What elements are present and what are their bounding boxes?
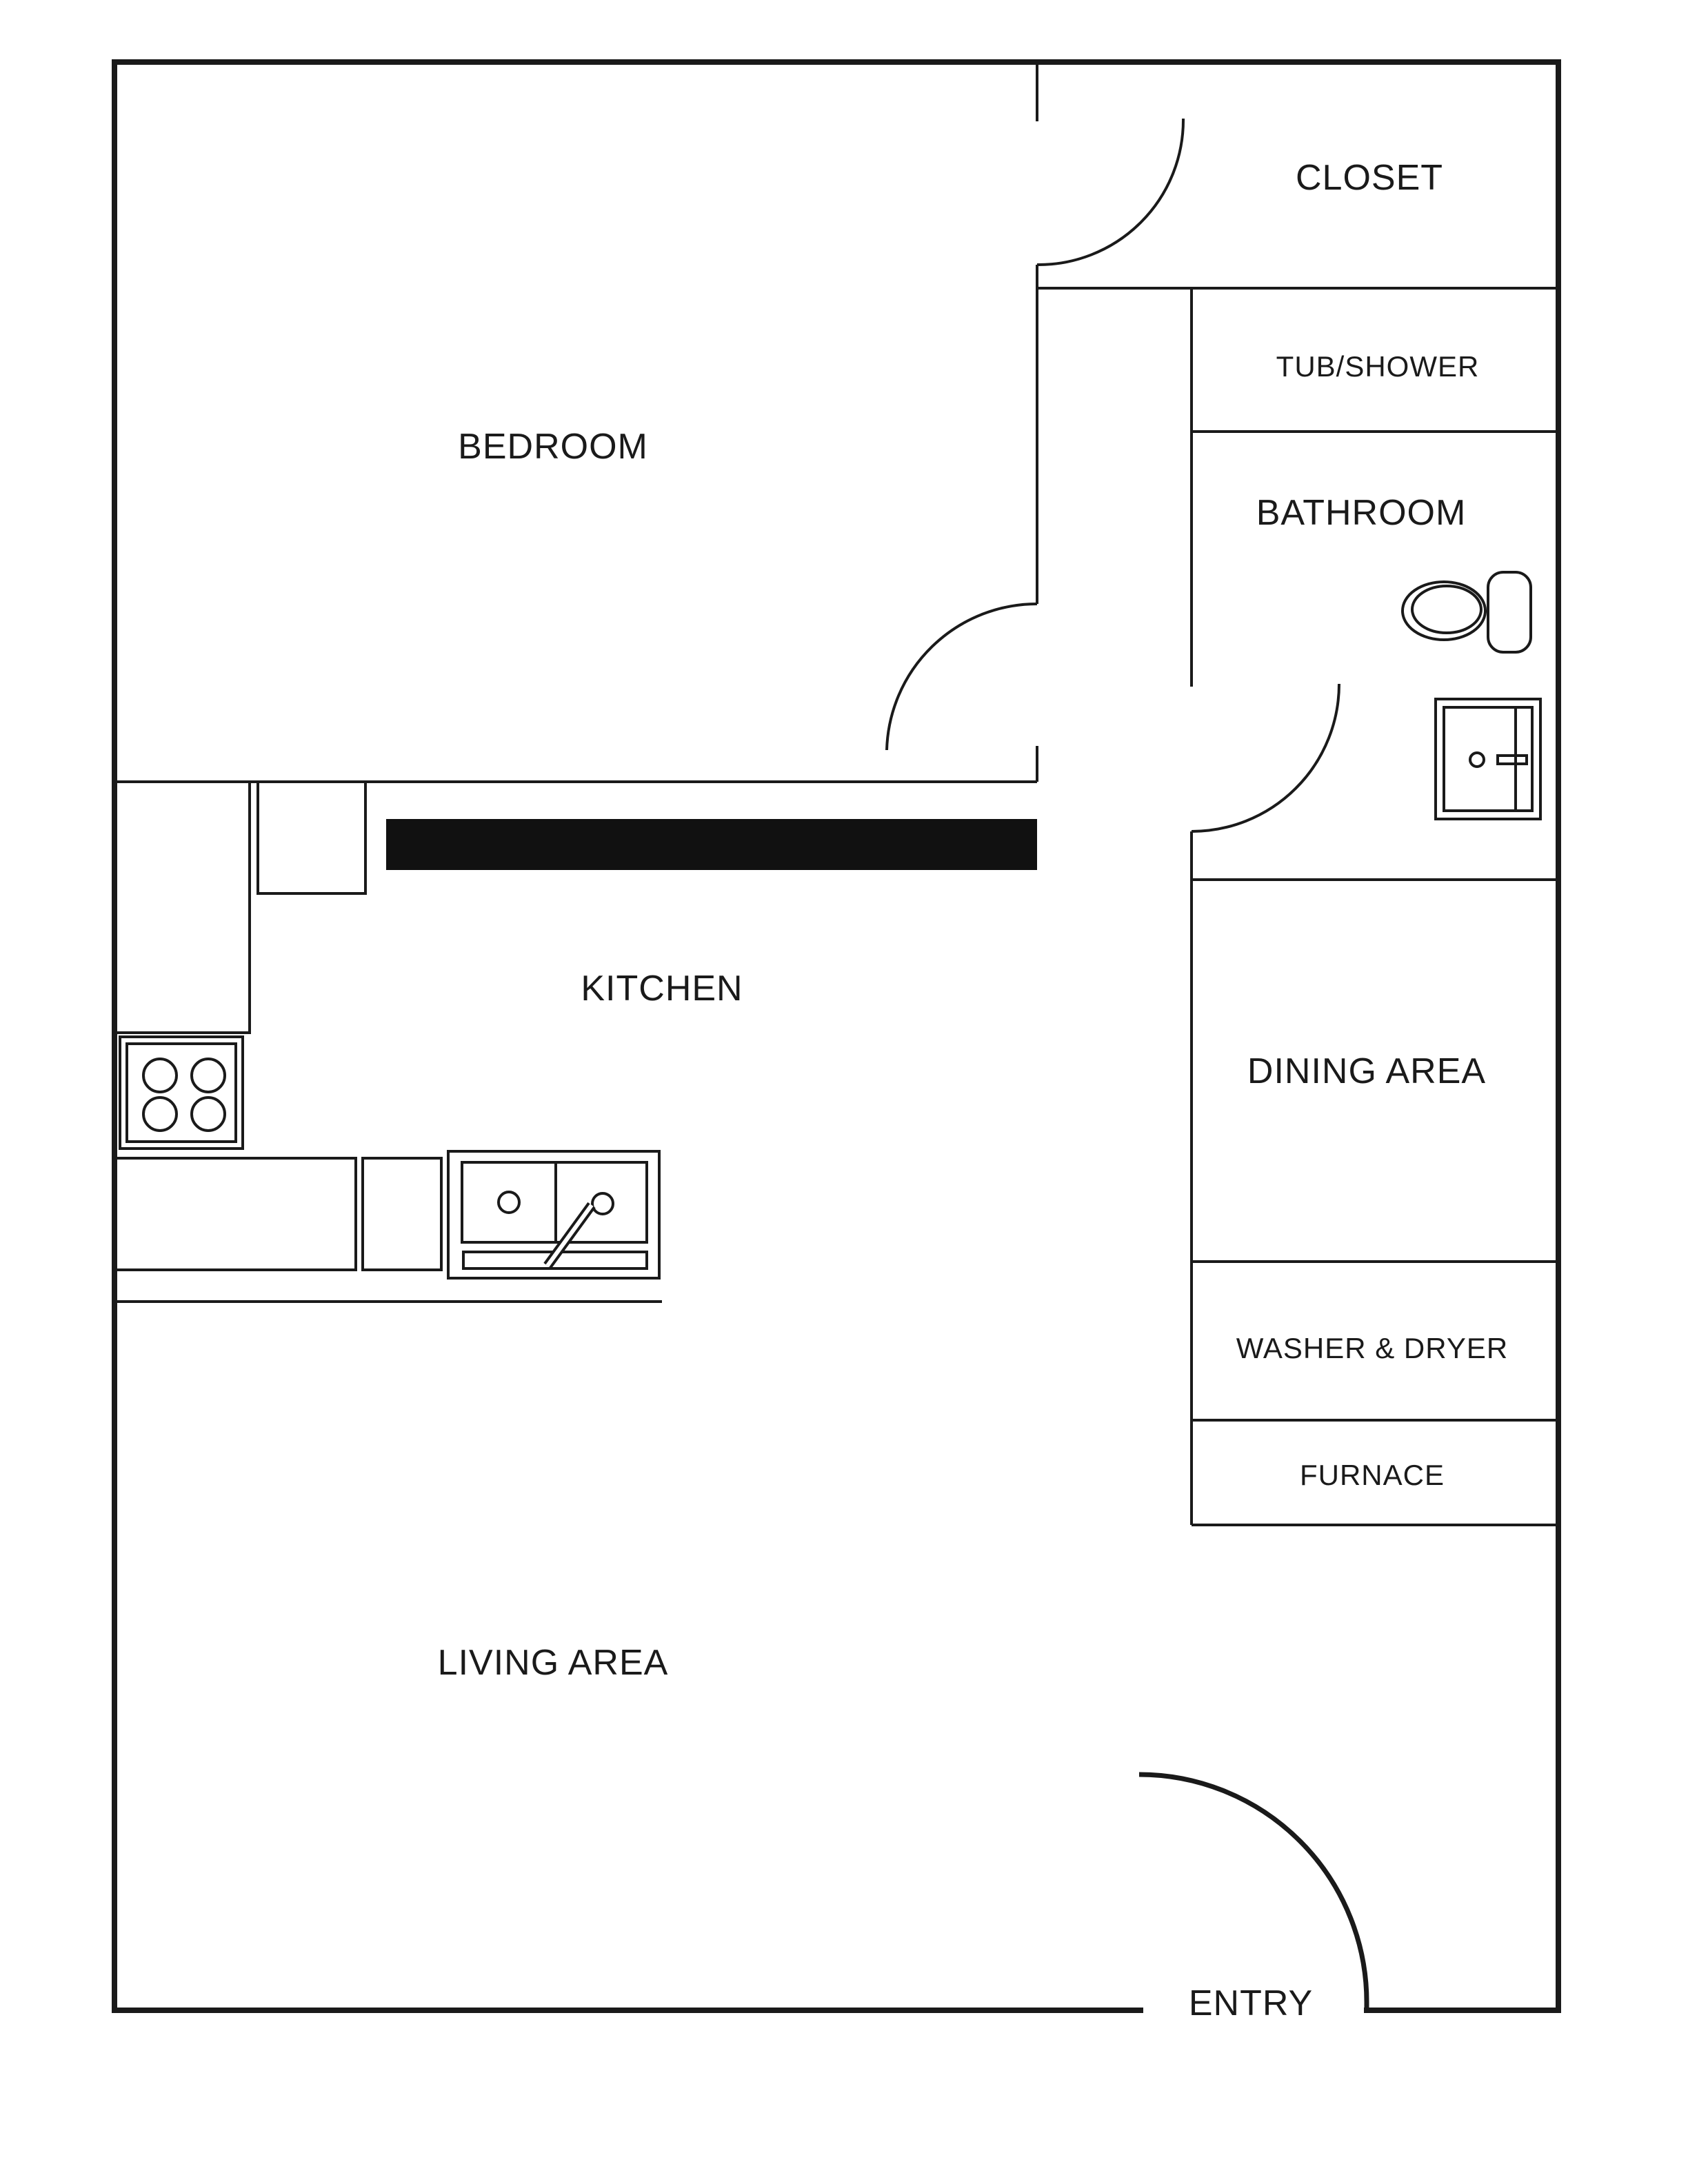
stove-burner [190,1058,226,1093]
dining-area-label: DINING AREA [1247,1051,1487,1091]
closet-label: CLOSET [1295,158,1444,198]
toilet-bowl-inner [1411,585,1483,634]
washer-dryer-label: WASHER & DRYER [1236,1332,1509,1364]
toilet-tank [1487,571,1532,654]
kitchen-sink-basin [554,1161,648,1244]
stove-outer [119,1035,244,1150]
kitchen-sink-drain [497,1191,521,1214]
bath-sink-inner [1443,706,1534,812]
bath-sink-drain [1469,751,1485,768]
dishwasher [361,1157,443,1271]
kitchen-appliance [257,780,367,895]
lower-counter [113,1157,357,1271]
stove-burner [142,1096,178,1132]
tub-shower-label: TUB/SHOWER [1276,350,1480,383]
west-counter [114,780,251,1034]
bedroom-label: BEDROOM [458,427,648,467]
kitchen-sink-basin [461,1161,557,1244]
stove-burner [142,1058,178,1093]
bath-sink-outer [1434,698,1542,820]
bath-sink-faucet [1496,754,1528,765]
toilet-bowl-outer [1401,580,1487,641]
kitchen-label: KITCHEN [581,969,743,1009]
living-area-label: LIVING AREA [437,1643,669,1683]
exterior-wall [112,59,1561,2013]
closet-door-swing [1036,118,1185,267]
furnace-label: FURNACE [1299,1459,1445,1491]
bathroom-door-swing [1191,683,1340,833]
bathroom-label: BATHROOM [1256,493,1467,533]
breakfast-bar [386,819,1037,870]
kitchen-sink-outer [447,1150,661,1280]
kitchen-faucet-arm-fill [545,1204,594,1267]
stove-burner [190,1096,226,1132]
bedroom-door-swing [885,603,1038,751]
kitchen-sink-faucet [591,1192,614,1215]
entry-door-swing [1138,1772,1369,2003]
entry-label: ENTRY [1188,1983,1314,2023]
stove-inner [125,1042,237,1143]
